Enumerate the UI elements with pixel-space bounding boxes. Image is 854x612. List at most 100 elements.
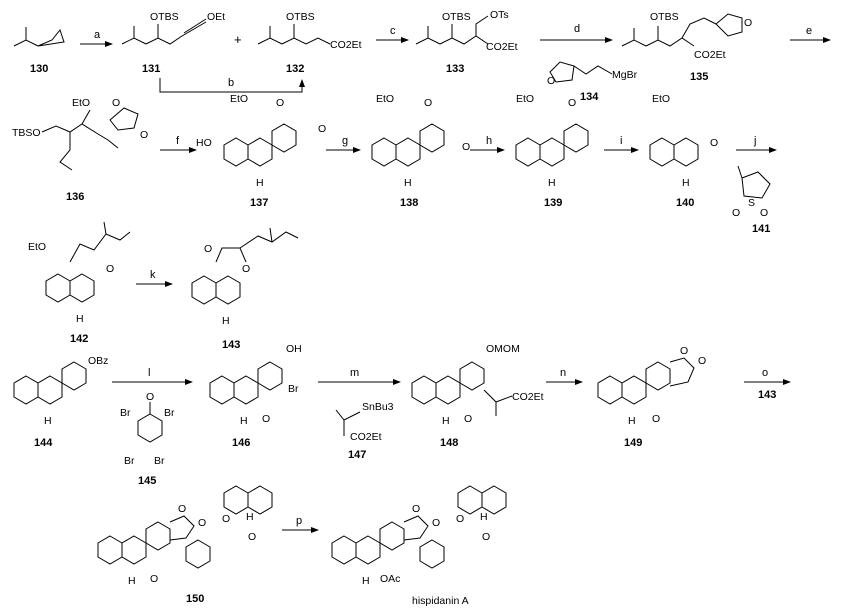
- compound-number: 134: [580, 91, 599, 103]
- compound-number: 149: [624, 437, 642, 449]
- h-label: H: [628, 415, 636, 427]
- arrow-e: e: [790, 25, 831, 43]
- h-label: H: [76, 313, 84, 325]
- arrow-a: a: [80, 29, 113, 47]
- compound-number: 140: [676, 197, 694, 209]
- compound-149: O O O H 149: [597, 345, 706, 449]
- arrow-m: m: [318, 367, 401, 385]
- obz-label: OBz: [88, 355, 108, 367]
- compound-number: 138: [400, 197, 418, 209]
- h-label: H: [240, 415, 248, 427]
- o-label: O: [456, 513, 464, 525]
- o-label: O: [698, 355, 706, 367]
- compound-133: OTBS OTs CO2Et 133: [415, 9, 518, 75]
- ots-label: OTs: [490, 9, 509, 21]
- compound-number: 131: [142, 63, 160, 75]
- compound-138: EtO O O H 138: [371, 93, 470, 209]
- omom-label: OMOM: [486, 343, 520, 355]
- step-label: e: [806, 25, 812, 37]
- arrow-l: l: [112, 367, 193, 385]
- o-label: O: [112, 97, 120, 109]
- o-label: O: [652, 413, 660, 425]
- o-label: O: [178, 503, 186, 515]
- compound-132: OTBS CO2Et 132: [257, 11, 362, 75]
- o-label: O: [248, 531, 256, 543]
- compound-number: 137: [250, 197, 268, 209]
- o-label: O: [140, 129, 148, 141]
- step-label: h: [486, 135, 492, 147]
- co2et-label: CO2Et: [512, 391, 544, 403]
- o-label: O: [198, 517, 206, 529]
- o-label: O: [710, 137, 718, 149]
- br-label: Br: [154, 455, 165, 467]
- o-label: O: [412, 503, 420, 515]
- h-label: H: [548, 177, 556, 189]
- o-label: O: [242, 263, 250, 275]
- step-label: m: [350, 367, 359, 379]
- compound-148: OMOM CO2Et O H 148: [411, 343, 544, 449]
- eto-label: EtO: [230, 93, 248, 105]
- o-label: O: [568, 97, 576, 109]
- step-label: d: [574, 23, 580, 35]
- br-label: Br: [164, 407, 175, 419]
- o-label: O: [732, 207, 740, 219]
- step-label: n: [560, 367, 566, 379]
- arrow-o: o 143: [744, 367, 791, 401]
- o-label: O: [276, 97, 284, 109]
- otbs-label: OTBS: [442, 11, 471, 23]
- compound-number: 139: [544, 197, 562, 209]
- compound-131: OTBS OEt 131: [121, 11, 225, 75]
- arrow-h: h: [470, 135, 505, 153]
- oac-label: OAc: [380, 573, 400, 585]
- compound-146: OH Br O H 146: [209, 343, 302, 449]
- plus-sign: +: [234, 32, 242, 47]
- arrow-n: n: [546, 367, 583, 385]
- otbs-label: OTBS: [150, 11, 179, 23]
- step-label: a: [94, 29, 101, 41]
- step-label: p: [296, 515, 302, 527]
- arrow-f: f: [160, 135, 197, 153]
- h-label: H: [362, 575, 370, 587]
- o-label: O: [106, 263, 114, 275]
- o-label: O: [464, 413, 472, 425]
- eto-label: EtO: [516, 93, 534, 105]
- h-label: H: [442, 415, 450, 427]
- compound-number: 133: [446, 63, 464, 75]
- o-label: O: [424, 97, 432, 109]
- compound-number: 148: [440, 437, 458, 449]
- h-label: H: [44, 415, 52, 427]
- s-label: S: [748, 197, 755, 209]
- ho-label: HO: [196, 137, 212, 149]
- arrow-i: i: [604, 135, 639, 153]
- o-label: O: [262, 413, 270, 425]
- o-label: O: [150, 573, 158, 585]
- arrow-b: b: [159, 77, 305, 93]
- arrow-p: p: [282, 515, 319, 533]
- compound-number: 141: [752, 223, 770, 235]
- o-label: O: [146, 391, 154, 403]
- compound-143: O O H 143: [191, 227, 299, 351]
- compound-150: O O O H O O H 150: [97, 485, 273, 605]
- compound-134: O MgBr 134: [547, 61, 638, 103]
- arrow-d: d: [540, 23, 613, 43]
- compound-hispidanin-a: O O O H O OAc H hispidanin A: [331, 485, 507, 607]
- compound-139: EtO O H 139: [515, 93, 589, 209]
- compound-number: 132: [286, 63, 304, 75]
- compound-141: S O O 141: [732, 165, 771, 235]
- step-label: g: [342, 135, 348, 147]
- compound-number: 142: [70, 333, 88, 345]
- h-label: H: [256, 177, 264, 189]
- o-label: O: [744, 17, 752, 29]
- compound-number: 145: [138, 475, 156, 487]
- compound-147: SnBu3 CO2Et 147: [335, 401, 394, 461]
- compound-number: 147: [348, 449, 366, 461]
- step-label: b: [228, 77, 234, 89]
- o-label: O: [680, 345, 688, 357]
- compound-number: 135: [690, 71, 708, 83]
- br-label: Br: [288, 383, 299, 395]
- h-label: H: [246, 511, 254, 523]
- o-label: O: [432, 517, 440, 529]
- compound-137: HO EtO O O H 137: [196, 93, 326, 209]
- co2et-label: CO2Et: [350, 431, 382, 443]
- arrow-k: k: [136, 269, 173, 287]
